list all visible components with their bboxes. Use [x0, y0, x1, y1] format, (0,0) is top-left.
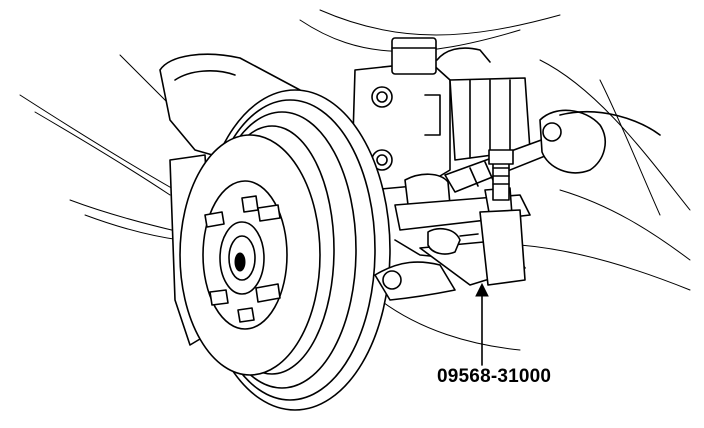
tool-part-number-label: 09568-31000	[437, 366, 552, 387]
wheel-studs	[204, 195, 281, 323]
tie-rod-and-hand	[404, 109, 661, 214]
brake-rotor	[179, 89, 391, 411]
steering-knuckle	[351, 37, 531, 191]
callout-arrow	[475, 282, 489, 366]
ball-joint-puller-tool	[394, 149, 531, 286]
wheel-hub	[204, 195, 281, 323]
lower-control-arm	[374, 239, 471, 301]
